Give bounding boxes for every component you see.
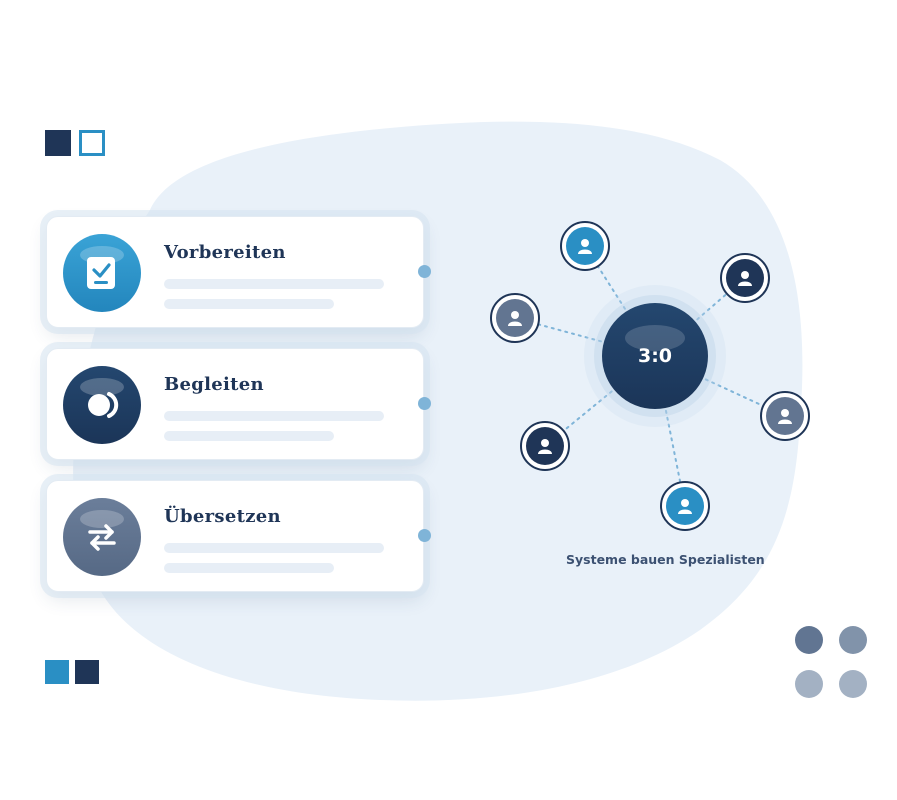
clipboard-check-icon	[87, 257, 115, 289]
decor-square-blue-bottom	[45, 660, 69, 684]
decor-square-outline-top	[79, 130, 105, 156]
card-title: Vorbereiten	[164, 242, 286, 263]
person-icon	[778, 409, 792, 424]
half-moon-icon	[88, 392, 119, 418]
person-icon	[578, 239, 592, 254]
card-begleiten[interactable]: Begleiten	[46, 348, 424, 460]
decor-dot	[839, 626, 867, 654]
card-title: Begleiten	[164, 374, 264, 395]
person-node	[490, 293, 540, 343]
person-icon	[678, 499, 692, 514]
placeholder-line	[164, 543, 384, 553]
connector-dot	[418, 265, 431, 278]
person-node	[520, 421, 570, 471]
person-icon	[738, 271, 752, 286]
placeholder-line	[164, 563, 334, 573]
card-icon-circle	[63, 366, 141, 444]
card-icon-circle	[63, 498, 141, 576]
connector-dot	[418, 397, 431, 410]
person-node	[760, 391, 810, 441]
person-node	[660, 481, 710, 531]
decor-dot	[795, 626, 823, 654]
person-icon	[538, 439, 552, 454]
person-icon	[508, 311, 522, 326]
decor-square-navy-bottom	[75, 660, 99, 684]
placeholder-line	[164, 299, 334, 309]
card-uebersetzen[interactable]: Übersetzen	[46, 480, 424, 592]
placeholder-line	[164, 279, 384, 289]
decor-dot	[839, 670, 867, 698]
placeholder-line	[164, 411, 384, 421]
decor-dot	[795, 670, 823, 698]
card-title: Übersetzen	[164, 506, 281, 527]
score-circle: 3:0	[602, 303, 708, 409]
connector-dot	[418, 529, 431, 542]
swap-arrows-icon	[88, 524, 116, 551]
score-label: 3:0	[637, 345, 673, 367]
card-vorbereiten[interactable]: Vorbereiten	[46, 216, 424, 328]
card-icon-circle	[63, 234, 141, 312]
placeholder-line	[164, 431, 334, 441]
person-node	[720, 253, 770, 303]
person-node	[560, 221, 610, 271]
decor-square-navy-top	[45, 130, 71, 156]
network-caption: Systeme bauen Spezialisten	[566, 552, 765, 567]
